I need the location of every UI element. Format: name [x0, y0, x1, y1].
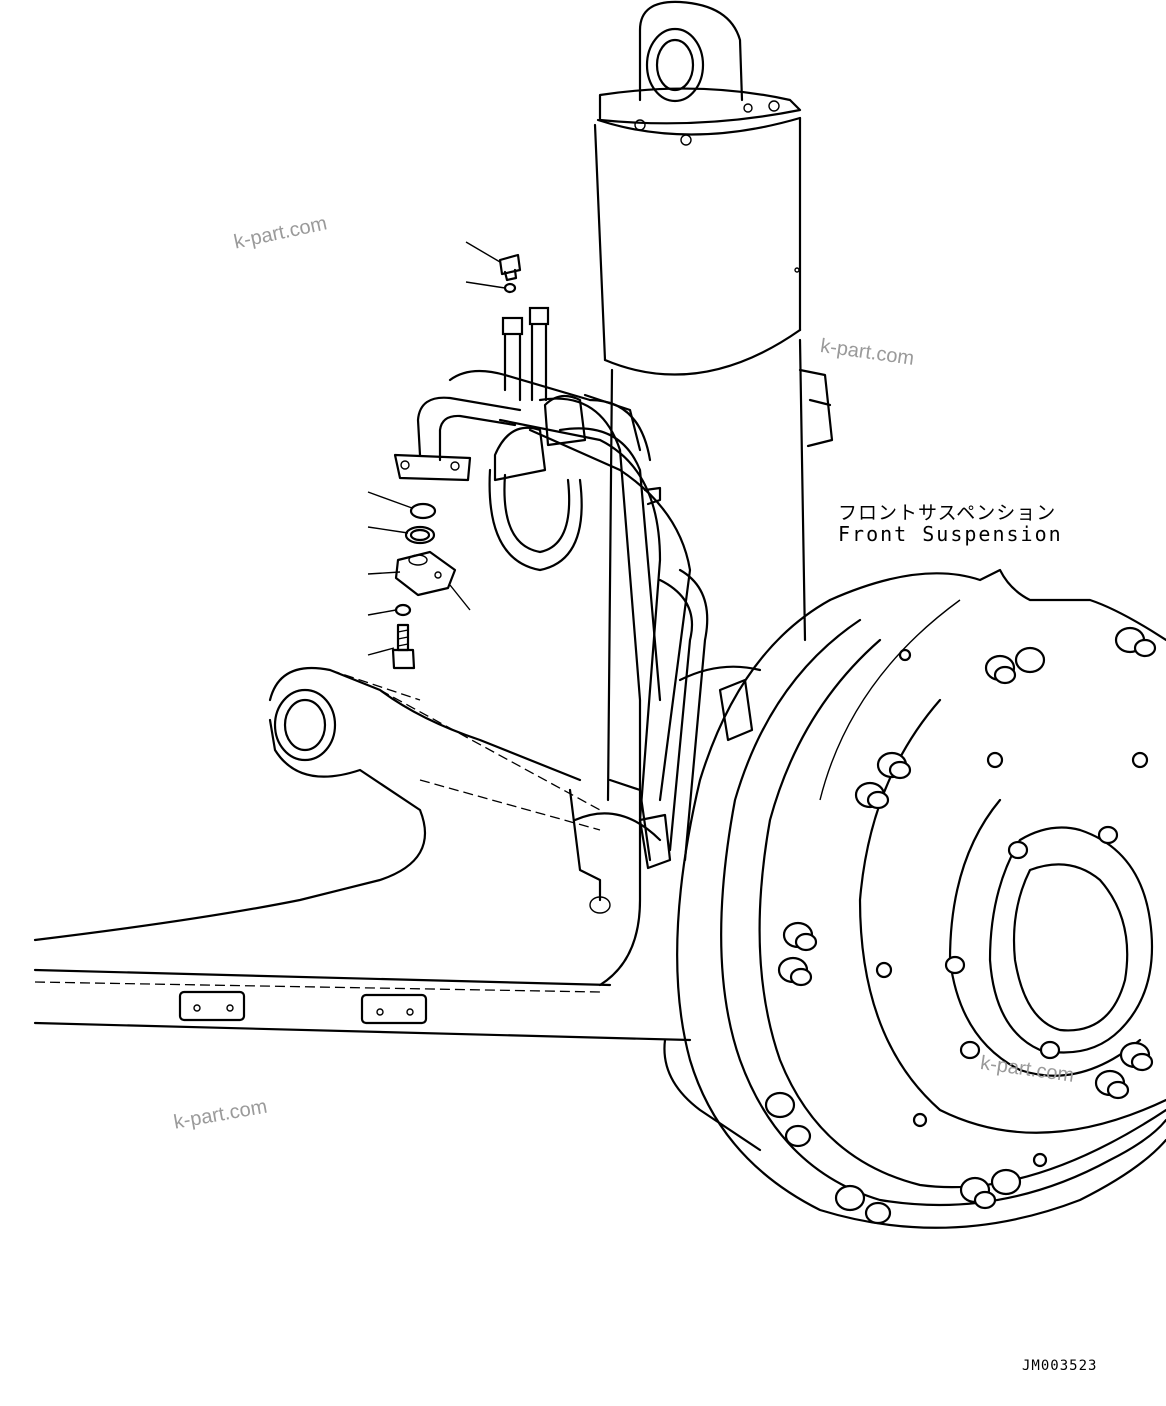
- wheel-bolts: [764, 626, 1157, 1225]
- bolt-cluster-bottom: [834, 1168, 1022, 1225]
- bolt-cluster-left-bottom: [764, 1091, 812, 1148]
- drawing-code: JM003523: [1022, 1358, 1098, 1374]
- knuckle-housing: [568, 665, 762, 1152]
- leader-lines: [367, 241, 506, 656]
- cylinder-top-eye: [596, 0, 802, 146]
- axle-housing: [33, 968, 692, 1042]
- wheel-hub: [676, 568, 1166, 1229]
- label-english: Front Suspension: [838, 522, 1063, 546]
- hydraulic-hoses: [501, 306, 550, 402]
- label-japanese: フロントサスペンション: [838, 502, 1057, 524]
- hydraulic-pipes: [393, 369, 709, 987]
- bolt-cluster-right: [1094, 1041, 1154, 1100]
- hub-studs: [944, 825, 1119, 1060]
- suspension-arm: [33, 666, 601, 942]
- bolt-cluster-left-upper: [854, 751, 912, 810]
- bolt-cluster-top: [984, 626, 1157, 685]
- exploded-parts: [391, 253, 522, 670]
- suspension-cylinder-body: [593, 116, 807, 802]
- cylinder-bracket: [798, 368, 834, 448]
- bolt-cluster-left-lower: [777, 921, 818, 987]
